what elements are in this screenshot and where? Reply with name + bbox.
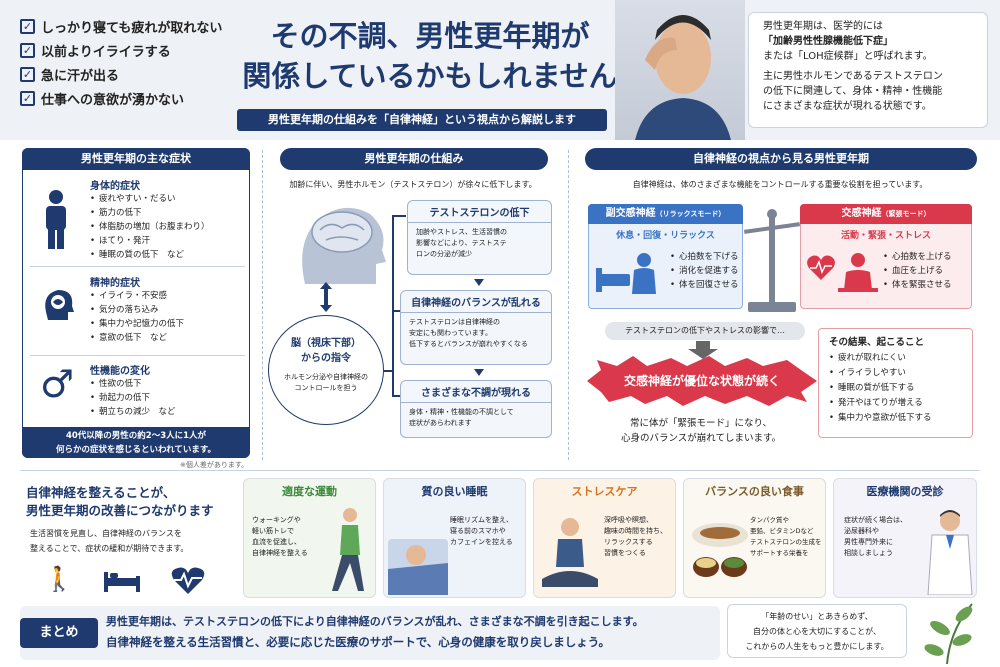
habit-card-diet: バランスの良い食事 タンパク質や 亜鉛、ビタミンDなど テストステロンの生成を … (683, 478, 826, 598)
down-arrow-icon (474, 369, 484, 376)
intro-box: 男性更年期は、医学的には 「加齢男性性腺機能低下症」 または「LOH症候群」と呼… (748, 12, 988, 128)
burst-text: 交感神経が優位な状態が続く (623, 374, 780, 388)
sympathetic-list: 心拍数を上げる 血圧を上げる 体を緊張させる (883, 250, 971, 292)
sleeping-man-illustration (388, 539, 448, 595)
checkbox-icon: ✓ (20, 18, 35, 34)
flow-step-2: 自律神経のバランスが乱れる テストステロンは自律神経の 安定にも関わっています。… (400, 290, 552, 365)
meditating-man-illustration (542, 518, 598, 587)
connector-line (384, 370, 394, 372)
heart-rate-icon (171, 567, 205, 594)
checkbox-icon: ✓ (20, 66, 35, 82)
improve-title: 自律神経を整えることが、 男性更年期の改善につながります (26, 485, 214, 518)
habit-card-sleep: 質の良い睡眠 睡眠リズムを整え、 寝る前のスマホや カフェインを控える (383, 478, 526, 598)
down-arrow-icon (474, 279, 484, 286)
person-icon (46, 190, 66, 249)
heart-pulse-icon (807, 255, 835, 280)
parasympathetic-list: 心拍数を下げる 消化を促進する 体を回復させる (670, 250, 745, 292)
meal-illustration (692, 523, 748, 577)
bed-icon (104, 572, 140, 592)
sympathetic-title: 交感神経（緊張モード） (800, 204, 972, 224)
page-title: その不調、男性更年期が 関係しているかもしれません (242, 19, 618, 93)
column-divider (568, 150, 569, 460)
brain-command-circle: 脳（視床下部） からの指令 ホルモン分泌や自律神経の コントロールを担う (268, 315, 384, 425)
doctor-illustration (927, 510, 973, 595)
check-item: ✓仕事への意欲が湧かない (20, 86, 240, 110)
leaf-plant-illustration (924, 603, 973, 664)
parasympathetic-sub: 休息・回復・リラックス (616, 231, 715, 241)
symptoms-footer: 40代以降の男性の約2～3人に1人が 何らかの症状を感じるといわれています。 (22, 427, 250, 458)
gray-down-arrow (688, 341, 718, 359)
check-item: ✓しっかり寝ても疲れが取れない (20, 14, 240, 38)
connector-line (392, 310, 406, 312)
column-divider (262, 150, 263, 460)
influence-banner: テストステロンの低下やストレスの影響で… (605, 322, 805, 340)
stressed-worker-icon (838, 253, 878, 292)
flow-step-1: テストステロンの低下 加齢やストレス、生活習慣の 影響などにより、テストステ ロ… (407, 200, 552, 275)
autonomic-header: 自律神経の視点から見る男性更年期 (585, 148, 977, 170)
improve-desc: 生活習慣を見直し、自律神経のバランスを 整えることで、症状の緩和が期待できます。 (30, 529, 189, 553)
closing-message: 「年齢のせい」とあきらめず、 自分の体と心を大切にすることが、 これからの人生を… (727, 604, 907, 658)
vertical-double-arrow (320, 282, 332, 312)
worried-man-illustration (615, 0, 745, 140)
flow-step-3: さまざまな不調が現れる 身体・精神・性機能の不調として 症状があらわれます (400, 380, 552, 438)
habit-card-medical: 医療機関の受診 症状が続く場合は、 泌尿器科や 男性専門外来に 相談しましょう (833, 478, 977, 598)
checkbox-icon: ✓ (20, 42, 35, 58)
autonomic-lead: 自律神経は、体のさまざまな機能をコントロールする重要な役割を担っています。 (632, 180, 928, 189)
consequence-box: その結果、起こること 疲れが取れにくい イライラしやすい 睡眠の質が低下する 発… (818, 328, 973, 438)
symptoms-header: 男性更年期の主な症状 (22, 148, 250, 170)
mechanism-lead: 加齢に伴い、男性ホルモン（テストステロン）が徐々に低下します。 (289, 180, 537, 189)
page-subtitle: 男性更年期の仕組みを「自律神経」という視点から解説します (237, 109, 607, 131)
burst-shape (587, 356, 817, 406)
summary-label: まとめ (20, 618, 98, 648)
result-text: 常に体が「緊張モード」になり、 心身のバランスが崩れてしまいます。 (620, 418, 782, 444)
check-item: ✓急に汗が出る (20, 62, 240, 86)
mental-symptom-group: 精神的症状 イライラ・不安感 気分の落ち込み 集中力や記憶力の低下 意欲の低下 … (30, 272, 245, 356)
sympathetic-sub: 活動・緊張・ストレス (840, 231, 931, 241)
walking-icon: 🚶 (44, 565, 74, 593)
balance-scale-icon (744, 209, 800, 312)
habit-card-stress: ストレスケア 深呼吸や瞑想、 趣味の時間を持ち、 リラックスする 習慣をつくる (533, 478, 676, 598)
body-symptom-group: 身体的症状 疲れやすい・だるい 筋力の低下 体脂肪の増加（お腹まわり） ほてり・… (30, 175, 245, 267)
sexual-symptom-group: ♂ 性機能の変化 性欲の低下 勃起力の低下 朝立ちの減少 など (30, 360, 245, 426)
connector-line (392, 395, 406, 397)
check-item: ✓以前よりイライラする (20, 38, 240, 62)
mechanism-header: 男性更年期の仕組み (280, 148, 548, 170)
habit-card-exercise: 適度な運動 ウォーキングや 軽い筋トレで 血流を促進し、 自律神経を整える (243, 478, 376, 598)
walking-man-illustration (332, 508, 364, 591)
checkbox-icon: ✓ (20, 90, 35, 106)
individual-note: ※個人差があります。 (180, 461, 249, 469)
resting-person-icon (596, 253, 656, 294)
male-symbol-icon: ♂ (40, 362, 75, 406)
connector-line (392, 215, 394, 395)
brain-head-illustration (302, 207, 386, 284)
head-brain-icon (45, 290, 74, 320)
summary-band (20, 606, 720, 660)
section-divider (20, 470, 980, 471)
connector-line (392, 215, 406, 217)
summary-text: 男性更年期は、テストステロンの低下により自律神経のバランスが乱れ、さまざまな不調… (106, 615, 644, 649)
parasympathetic-title: 副交感神経（リラックスモード） (588, 204, 743, 224)
checklist: ✓しっかり寝ても疲れが取れない ✓以前よりイライラする ✓急に汗が出る ✓仕事へ… (20, 14, 240, 110)
